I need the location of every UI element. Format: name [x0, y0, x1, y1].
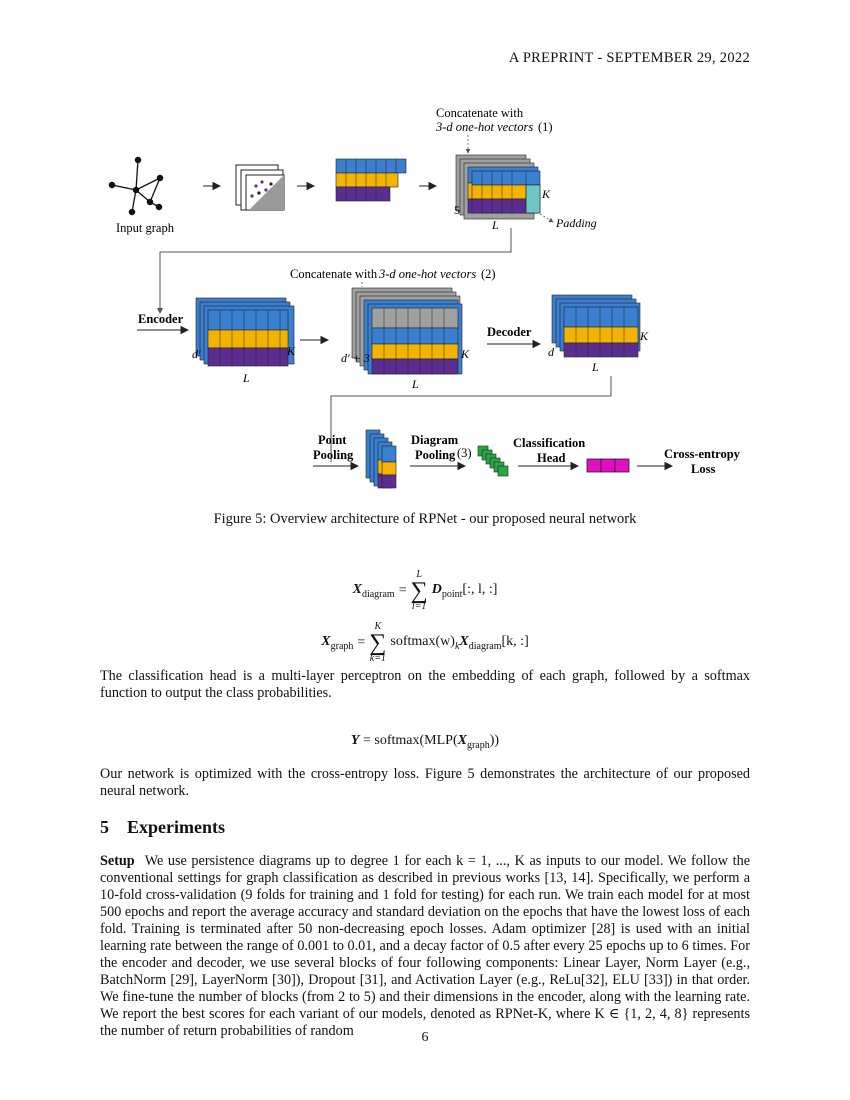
eq2-rhs-b-sub: diagram [468, 640, 502, 652]
equation-3: Y = softmax(MLP(Xgraph)) [350, 733, 500, 751]
paragraph-classification-head: The classification head is a multi-layer… [100, 668, 750, 701]
concat1-ref: (1) [538, 120, 553, 134]
input-graph-drawing [108, 156, 164, 216]
dprime3-label: d′ + 3 [341, 351, 370, 365]
eq3-rhs-tail: )) [489, 733, 500, 748]
concat2-italic: 3-d one-hot vectors [378, 267, 476, 281]
eq2-lhs-sub: graph [330, 640, 354, 652]
classification-head-1: Classification [513, 436, 585, 450]
concat-tensor [351, 287, 463, 375]
d-label: d [548, 345, 555, 359]
cross-entropy-1: Cross-entropy [664, 447, 741, 461]
eq1-sum-bottom: l=1 [411, 601, 427, 612]
l-label-1: L [491, 218, 499, 232]
unpadded-tensor [335, 158, 407, 202]
dprime-label: d′ [192, 347, 201, 361]
encoder-output-tensor [195, 297, 295, 367]
l-label-2: L [242, 371, 250, 385]
equation-1: Xdiagram = L ∑ l=1 Dpoint[:, l, :] [352, 569, 498, 612]
eq2-rhs-a-sub: k [454, 640, 460, 652]
section-heading: 5 Experiments [100, 817, 225, 838]
l-label-4: L [591, 360, 599, 374]
l-label-3: L [411, 377, 419, 391]
eq2-sum-top: K [374, 621, 382, 632]
diagram-pooled-tensor [477, 445, 509, 477]
eq1-rhs-tail: [:, l, :] [462, 582, 498, 598]
section-title: Experiments [127, 817, 225, 837]
decoder-label: Decoder [487, 325, 532, 339]
k-label-1: K [541, 187, 551, 201]
k-label-3: K [460, 347, 470, 361]
eq2-rhs-tail: [k, :] [501, 634, 529, 650]
architecture-figure: Input graph Concatenate with [108, 106, 741, 489]
figure-caption: Figure 5: Overview architecture of RPNet… [213, 511, 637, 527]
point-pooled-tensor [365, 429, 397, 489]
diagram-ref: (3) [457, 446, 472, 460]
diagram-pooling-2: Pooling [415, 448, 456, 462]
classification-head-2: Head [537, 451, 566, 465]
concat2-ref: (2) [481, 267, 496, 281]
encoder-label: Encoder [138, 312, 184, 326]
point-pooling-1: Point [318, 433, 347, 447]
eq2-lhs: X [321, 634, 331, 650]
eq3-rhs-a: softmax(MLP( [374, 733, 458, 748]
setup-label: Setup [100, 853, 135, 869]
equation-2: Xgraph = K ∑ k=1 softmax(w)kXdiagram[k, … [321, 621, 529, 664]
concat2-prefix: Concatenate with [290, 267, 378, 281]
eq3-lhs: Y [350, 733, 360, 748]
k-label-2: K [286, 344, 296, 358]
eq1-sum-top: L [416, 569, 422, 580]
eq3-rhs-x-sub: graph [466, 739, 490, 751]
section-number: 5 [100, 817, 109, 837]
eq1-rhs: D [431, 582, 442, 598]
concat1-line1: Concatenate with [436, 106, 524, 120]
diagram-pooling-1: Diagram [411, 433, 459, 447]
k-label-4: K [639, 329, 649, 343]
page-number: 6 [421, 1030, 429, 1045]
persistence-diagrams [235, 164, 285, 211]
eq2-sum-bottom: k=1 [369, 653, 386, 664]
eq1-lhs-sub: diagram [361, 588, 395, 600]
paragraph-optimization: Our network is optimized with the cross-… [100, 766, 750, 799]
point-pooling-2: Pooling [313, 448, 354, 462]
eq2-rhs-a: softmax(w) [390, 634, 455, 650]
padding-label: Padding [555, 216, 597, 230]
padded-tensor [455, 154, 541, 220]
cross-entropy-2: Loss [691, 462, 715, 476]
input-graph-label: Input graph [116, 221, 175, 235]
eq2-rhs-b: X [459, 634, 469, 650]
class-logits [586, 458, 630, 473]
five-label: 5 [454, 203, 460, 217]
decoder-output-tensor [551, 294, 641, 358]
setup-body: We use persistence diagrams up to degree… [100, 853, 750, 1039]
eq3-rhs-x: X [457, 733, 467, 748]
eq1-rhs-sub: point [441, 588, 463, 600]
eq1-lhs: X [352, 582, 362, 598]
concat1-line2: 3-d one-hot vectors [435, 120, 533, 134]
running-header: A PREPRINT - SEPTEMBER 29, 2022 [508, 50, 750, 66]
